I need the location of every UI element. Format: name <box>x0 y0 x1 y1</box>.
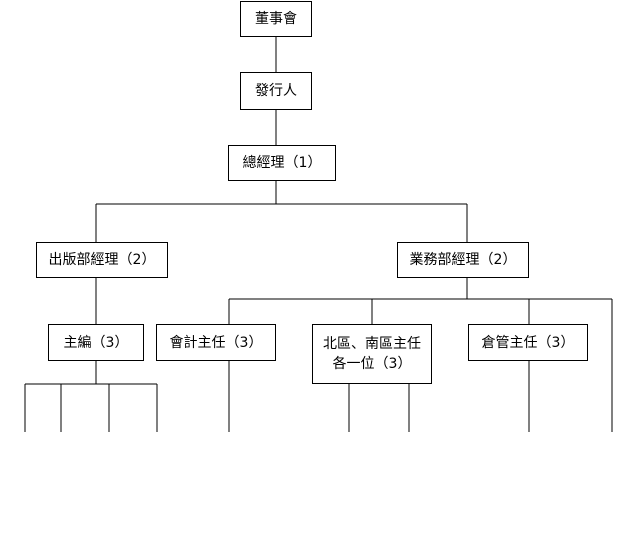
node-publishing-manager: 出版部經理（2） <box>36 242 168 278</box>
node-general-manager: 總經理（1） <box>228 145 336 181</box>
node-board: 董事會 <box>240 1 312 37</box>
node-regional-heads: 北區、南區主任各一位（3） <box>312 324 432 384</box>
node-accounting-head: 會計主任（3） <box>156 324 276 361</box>
node-business-manager: 業務部經理（2） <box>397 242 529 278</box>
node-warehouse-head: 倉管主任（3） <box>468 324 588 361</box>
node-chief-editor: 主編（3） <box>48 324 144 361</box>
node-publisher: 發行人 <box>240 72 312 110</box>
